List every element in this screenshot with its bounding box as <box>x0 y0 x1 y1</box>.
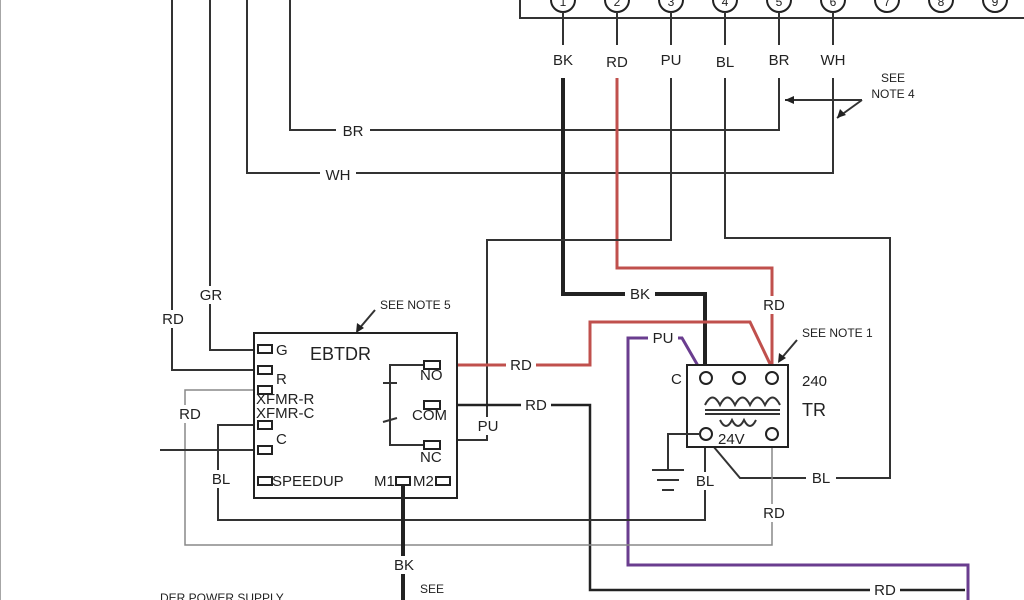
relay-com: COM <box>412 407 447 424</box>
wire-label-bl-top: BL <box>716 54 734 71</box>
pu-wire <box>448 78 672 441</box>
wire-label-pu-top: PU <box>661 52 682 69</box>
pin-m2: M2 <box>413 473 434 490</box>
transformer: C 240 TR 24V <box>671 364 827 448</box>
terminal-1: 1 <box>550 0 576 13</box>
svg-text:8: 8 <box>938 0 945 9</box>
terminal-5: 5 <box>766 0 792 13</box>
secondary-coil <box>719 417 757 427</box>
pin-speedup: SPEEDUP <box>272 473 344 490</box>
terminal-strip: 1 2 3 4 5 6 7 8 <box>519 0 1024 19</box>
svg-text:3: 3 <box>668 0 675 9</box>
tr-common: C <box>671 371 682 388</box>
bottom-power-supply: DER POWER SUPPLY <box>160 591 284 600</box>
bk-wire <box>561 78 707 378</box>
note-4-leader <box>785 99 863 119</box>
tr-name: TR <box>802 400 826 420</box>
wire-label-wh-top: WH <box>821 52 846 69</box>
ebtdr-title: EBTDR <box>310 344 371 364</box>
wh-wire <box>246 0 834 174</box>
rd-left-wire <box>171 0 258 371</box>
pin-r: R <box>276 371 287 388</box>
wire-label-bk-mid: BK <box>630 286 650 303</box>
wire-label-rd-left2: RD <box>179 406 201 423</box>
relay-no: NO <box>420 367 443 384</box>
wire-label-pu-vert: PU <box>478 418 499 435</box>
wire-label-bl-right: BL <box>812 470 830 487</box>
rd-wire <box>615 78 774 376</box>
wire-label-rd-bottom: RD <box>874 582 896 599</box>
pin-xfmr-r: XFMR-R <box>256 391 314 408</box>
see-note-4-line2: NOTE 4 <box>871 87 915 101</box>
relay-contact-top <box>383 382 397 395</box>
tr-primary: 240 <box>802 373 827 390</box>
see-note-4-line1: SEE <box>881 71 905 85</box>
svg-text:6: 6 <box>830 0 837 9</box>
relay-contact-bottom <box>382 405 398 423</box>
wire-label-bl-left: BL <box>212 471 230 488</box>
terminal-9: 9 <box>982 0 1008 13</box>
svg-text:7: 7 <box>884 0 891 9</box>
wire-label-bk-top: BK <box>553 52 573 69</box>
svg-text:2: 2 <box>614 0 621 9</box>
primary-coil <box>704 396 781 408</box>
svg-text:5: 5 <box>776 0 783 9</box>
wire-label-wh: WH <box>326 167 351 184</box>
terminal-3: 3 <box>658 0 684 13</box>
wire-label-rd-left: RD <box>162 311 184 328</box>
wire-label-br: BR <box>343 123 364 140</box>
bl-left-wire <box>217 424 706 521</box>
bl-right-wire <box>707 78 891 479</box>
wire-label-bl-bottom: BL <box>696 473 714 490</box>
terminal-6: 6 <box>820 0 846 13</box>
br-wire <box>289 0 780 131</box>
transformer-core <box>705 409 780 415</box>
wire-label-bk-bottom: BK <box>394 557 414 574</box>
wire-label-pu-tr: PU <box>653 330 674 347</box>
pin-xfmr-c: XFMR-C <box>256 405 314 422</box>
pu-tr-wire <box>626 336 970 600</box>
terminal-7: 7 <box>874 0 900 13</box>
svg-text:1: 1 <box>560 0 567 9</box>
ground-wire <box>667 433 700 470</box>
wire-label-gr: GR <box>200 287 223 304</box>
wire-label-rd-no: RD <box>510 357 532 374</box>
terminal-2: 2 <box>604 0 630 13</box>
relay-nc: NC <box>420 449 442 466</box>
wire-label-rd-com: RD <box>525 397 547 414</box>
wire-label-rd-tr-bottom: RD <box>763 505 785 522</box>
rd-com-wire <box>440 403 965 592</box>
wire-label-rd-tr-top: RD <box>763 297 785 314</box>
wire-label-br-top: BR <box>769 52 790 69</box>
see-note-5: SEE NOTE 5 <box>380 298 451 312</box>
see-bottom: SEE <box>420 582 444 596</box>
svg-text:4: 4 <box>722 0 729 9</box>
note-4-arrowheads <box>785 96 846 118</box>
svg-text:9: 9 <box>992 0 999 9</box>
tr-secondary: 24V <box>718 431 745 448</box>
terminal-4: 4 <box>712 0 738 13</box>
gr-wire <box>209 0 258 351</box>
rd-no-wire <box>440 320 774 369</box>
ebtdr-board: EBTDR G R XFMR-R XFMR-C C SPEEDUP M1 M2 … <box>253 332 458 499</box>
ground-icon <box>652 469 684 491</box>
pin-g: G <box>276 342 288 359</box>
pin-c: C <box>276 431 287 448</box>
terminal-8: 8 <box>928 0 954 13</box>
pin-m1: M1 <box>374 473 395 490</box>
wire-label-rd-top: RD <box>606 54 628 71</box>
see-note-1: SEE NOTE 1 <box>802 326 873 340</box>
